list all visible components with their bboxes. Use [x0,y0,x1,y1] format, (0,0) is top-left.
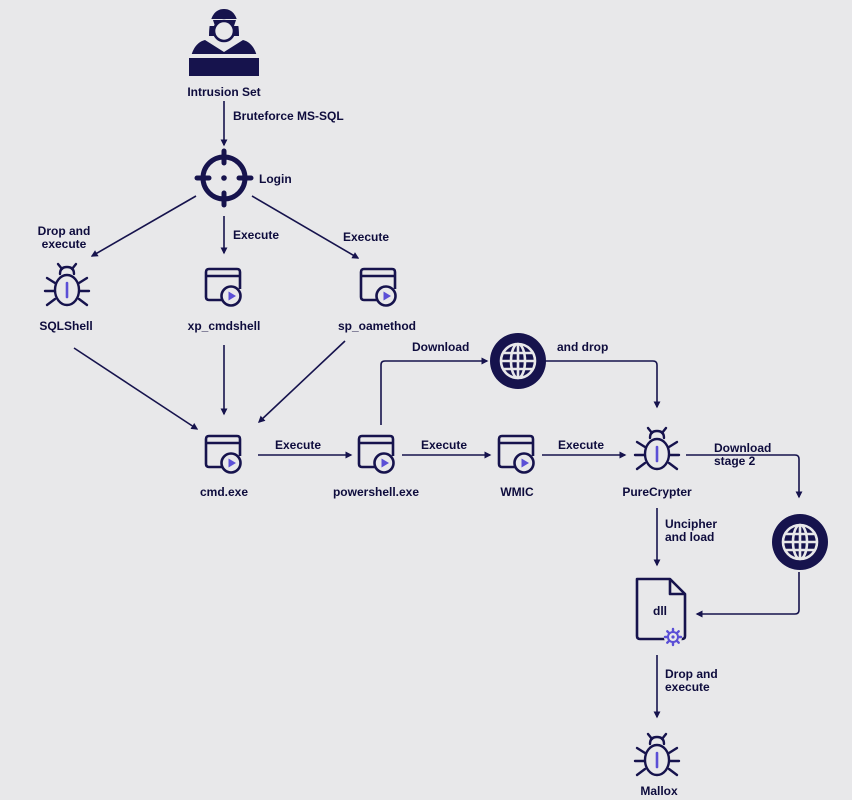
edge-label-execute-cmd-ps: Execute [275,438,322,452]
spoamethod-label: sp_oamethod [337,319,417,333]
sqlshell-label: SQLShell [39,319,93,333]
edge-powershell-to-globe1 [380,357,489,425]
edge-label-execute-ps-wmic: Execute [421,438,468,452]
gear-icon [663,627,683,647]
mallox-bug-icon [633,732,681,777]
edge-label-uncipher: Uncipher and load [665,517,718,544]
crosshair-icon [194,148,254,208]
powershell-window-icon [357,434,395,474]
edge-sqlshell-to-cmd [73,347,199,430]
purecrypter-label: PureCrypter [622,485,692,499]
globe-icon [488,331,548,391]
purecrypter-bug-icon [633,426,681,471]
wmic-window-icon [497,434,535,474]
edge-spoamethod-to-cmd [257,340,346,423]
edge-label-drop-execute-1: Drop and execute [37,224,91,251]
login-label: Login [259,172,292,186]
intrusion-set-label: Intrusion Set [187,85,261,99]
cmd-label: cmd.exe [199,485,249,499]
edge-globe2-to-dll [695,572,800,618]
edge-label-execute-wmic-pc: Execute [558,438,605,452]
edge-label-download: Download [412,340,470,354]
mallox-label: Mallox [640,784,678,798]
edge-label-execute-sp: Execute [343,230,390,244]
edge-label-bruteforce: Bruteforce MS-SQL [233,109,344,123]
edge-login-to-sqlshell [90,195,197,257]
dll-file-icon [635,577,687,647]
edge-purecrypter-to-globe2 [686,454,803,499]
globe-stage2-icon [770,512,830,572]
spoamethod-window-icon [359,267,397,307]
sqlshell-bug-icon [43,262,91,307]
cmd-window-icon [204,434,242,474]
wmic-label: WMIC [500,485,534,499]
edge-label-and-drop: and drop [557,340,609,354]
edge-login-to-spoamethod [251,195,360,259]
xpcmdshell-window-icon [204,267,242,307]
edge-label-download-stage2: Download stage 2 [714,441,772,468]
dll-label: dll [653,604,667,618]
connectors [73,101,803,719]
powershell-label: powershell.exe [332,485,420,499]
edge-label-execute-xp: Execute [233,228,280,242]
edge-globe1-to-purecrypter [544,360,661,409]
edge-label-drop-execute-2: Drop and execute [665,667,718,694]
xpcmdshell-label: xp_cmdshell [187,319,261,333]
hacker-icon [184,9,264,78]
